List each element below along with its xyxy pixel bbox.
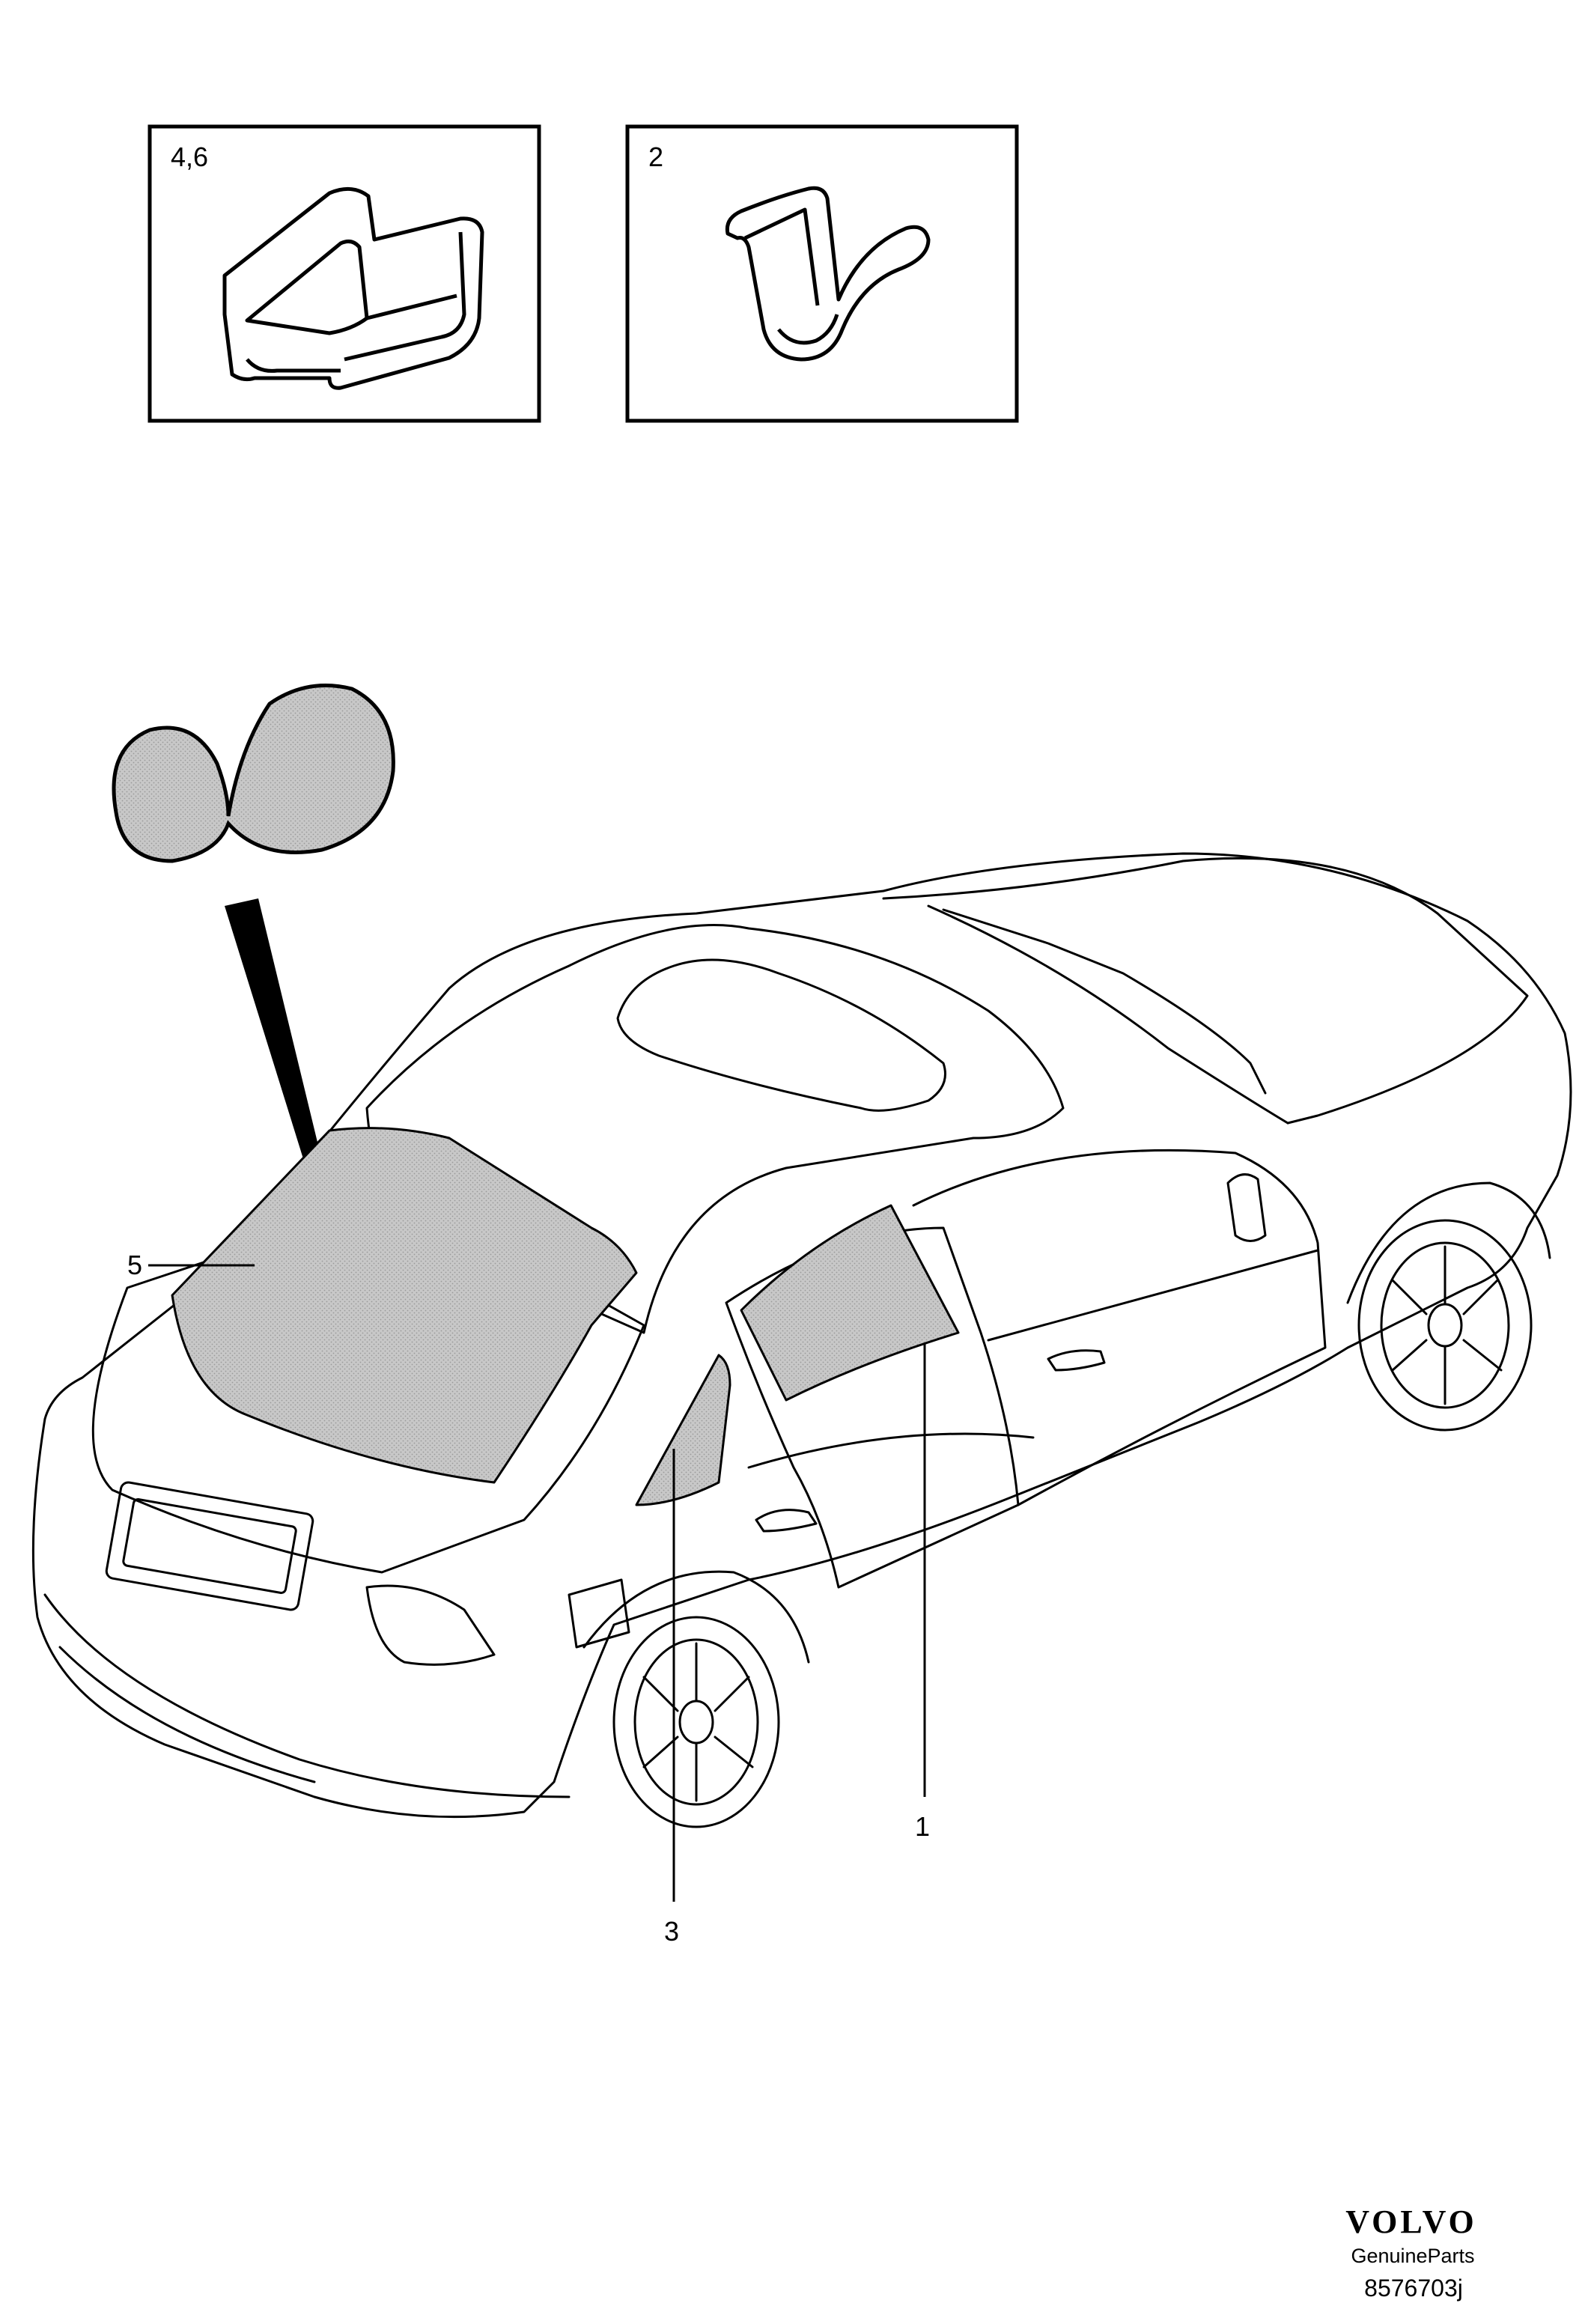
- detail-label-2: 2: [648, 142, 663, 172]
- detail-label-4-6: 4,6: [171, 142, 208, 172]
- detail-box-clip: 2: [625, 124, 1019, 423]
- quarter-window-glass: [635, 1354, 731, 1506]
- car-body-outline: [31, 852, 1572, 1819]
- front-wheel: [1357, 1219, 1533, 1432]
- rear-window-glass: [171, 1127, 638, 1484]
- clip-icon: [725, 186, 931, 362]
- rear-wheel: [612, 1616, 780, 1828]
- license-plate: [105, 1481, 314, 1611]
- brand-subtitle: GenuineParts: [1351, 2245, 1475, 2267]
- glass-panels: [171, 1127, 960, 1506]
- wiper: [942, 908, 1267, 1095]
- sunroof: [616, 958, 946, 1112]
- callout-3: 3: [664, 1916, 679, 1947]
- detail-box-seal-profile: 4,6: [147, 124, 541, 423]
- u-seal-profile-icon: [222, 186, 484, 390]
- front-door: [912, 1149, 1327, 1506]
- drawing-number: 8576703j: [1364, 2275, 1463, 2302]
- callout-1: 1: [915, 1811, 930, 1842]
- side-window-glass: [740, 1204, 960, 1402]
- callout-5: 5: [127, 1250, 142, 1280]
- side-mirror: [1226, 1173, 1267, 1242]
- car-illustration: [31, 852, 1572, 1828]
- sealant-blob-icon: [112, 684, 395, 863]
- volvo-logo: VOLVO: [1345, 2203, 1477, 2240]
- leader-lines: [148, 1264, 926, 1902]
